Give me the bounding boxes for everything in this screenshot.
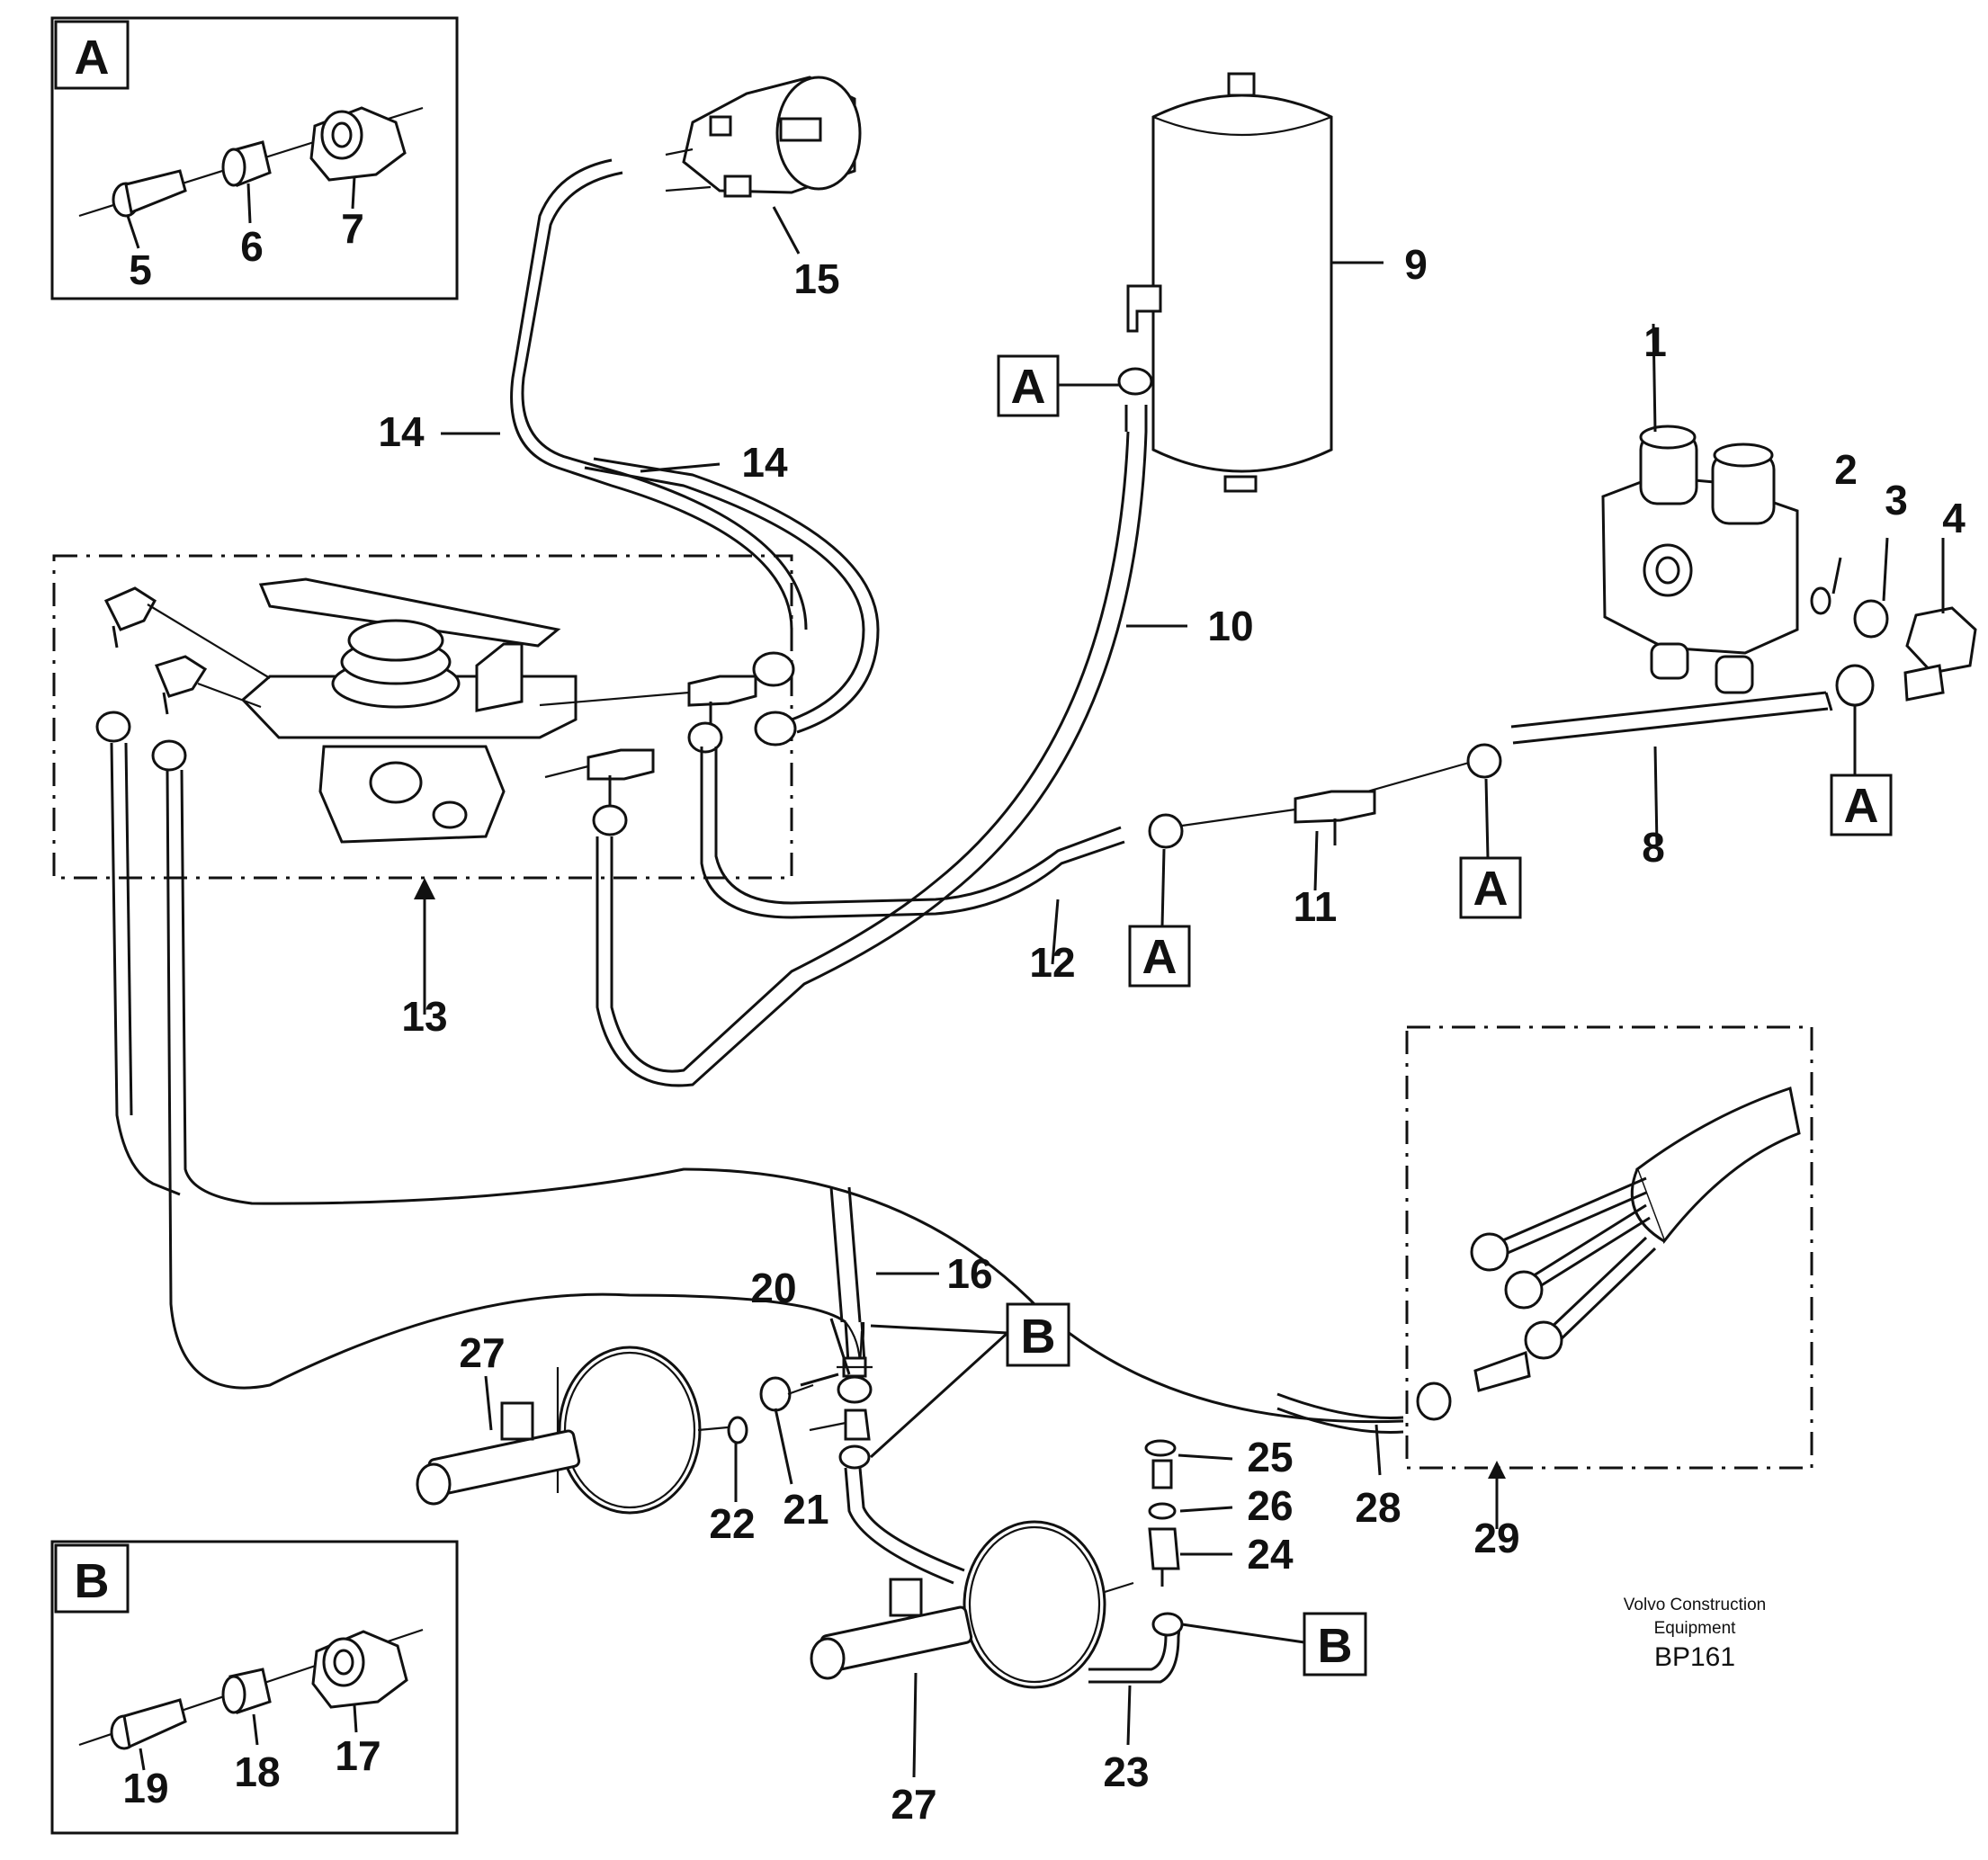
label-17: 17 bbox=[335, 1732, 381, 1779]
label-29: 29 bbox=[1473, 1515, 1519, 1561]
label-2: 2 bbox=[1834, 446, 1858, 493]
pedal-tees bbox=[539, 651, 797, 836]
seal-26-icon bbox=[1148, 1502, 1177, 1520]
label-27b: 27 bbox=[891, 1781, 936, 1828]
credit-line-1: Volvo Construction bbox=[1624, 1596, 1766, 1614]
protection-valve bbox=[1601, 323, 1977, 707]
label-1: 1 bbox=[1643, 318, 1667, 365]
label-26: 26 bbox=[1247, 1482, 1293, 1529]
label-15: 15 bbox=[793, 255, 839, 302]
label-22: 22 bbox=[709, 1500, 755, 1547]
nipple-5-body-icon bbox=[124, 169, 187, 215]
label-25: 25 bbox=[1247, 1434, 1293, 1480]
part-labels: 5 6 7 15 9 1 2 3 4 14 14 10 8 11 12 13 1… bbox=[122, 205, 1966, 1828]
label-5: 5 bbox=[129, 246, 152, 293]
callout-a-line8-letter: A bbox=[1473, 862, 1509, 916]
washer-22-icon bbox=[727, 1416, 748, 1444]
elbow-4-icon bbox=[1905, 606, 1977, 675]
brake-pedal-valve bbox=[52, 554, 793, 1015]
washer-2-icon bbox=[1810, 586, 1831, 615]
credit-code: BP161 bbox=[1654, 1642, 1735, 1672]
label-20: 20 bbox=[750, 1265, 796, 1311]
pipes bbox=[110, 158, 1833, 1684]
detail-b-letter: B bbox=[75, 1554, 110, 1608]
label-6: 6 bbox=[240, 223, 264, 270]
detail-29-harness bbox=[1405, 1025, 1813, 1529]
callout-b-upper: B bbox=[869, 1302, 1070, 1459]
label-10: 10 bbox=[1207, 603, 1253, 649]
callout-a-valve-letter: A bbox=[1844, 779, 1879, 833]
nut-21-icon bbox=[759, 1376, 792, 1412]
drain-valve bbox=[1144, 1439, 1233, 1637]
pressure-switch bbox=[665, 76, 862, 255]
drain-handle-25-icon bbox=[1144, 1439, 1177, 1457]
callout-a-line8: A bbox=[1459, 778, 1522, 919]
label-14b: 14 bbox=[741, 439, 788, 486]
air-tank bbox=[1117, 72, 1384, 493]
label-13: 13 bbox=[401, 993, 447, 1040]
detail-a-letter: A bbox=[75, 31, 110, 85]
detail-box-a: A bbox=[50, 16, 459, 300]
left-fittings bbox=[95, 586, 271, 772]
callout-b-lower: B bbox=[1181, 1612, 1367, 1677]
label-12: 12 bbox=[1029, 939, 1075, 986]
callout-a-line12-letter: A bbox=[1142, 930, 1178, 984]
tee-11-icon bbox=[1294, 790, 1376, 824]
credit-line-2: Equipment bbox=[1654, 1619, 1737, 1638]
label-8: 8 bbox=[1642, 824, 1665, 871]
callout-a-valve: A bbox=[1830, 705, 1893, 836]
callout-a-tank-letter: A bbox=[1011, 360, 1046, 414]
label-28: 28 bbox=[1355, 1484, 1401, 1531]
brake-cylinder-2 bbox=[810, 1520, 1134, 1689]
pedal-icon bbox=[258, 577, 561, 648]
callout-b-upper-letter: B bbox=[1021, 1310, 1056, 1364]
valve-24-icon bbox=[1148, 1527, 1180, 1570]
label-11: 11 bbox=[1294, 883, 1338, 930]
fitting-nut-icon bbox=[1835, 664, 1875, 707]
nut-3-icon bbox=[1853, 599, 1889, 639]
label-23: 23 bbox=[1103, 1748, 1149, 1795]
credit-block: Volvo Construction Equipment BP161 bbox=[1624, 1596, 1766, 1672]
callout-a-tank: A bbox=[997, 354, 1119, 417]
callout-b-lower-letter: B bbox=[1318, 1619, 1353, 1673]
tank-nut-icon bbox=[1117, 367, 1153, 396]
label-3: 3 bbox=[1885, 477, 1908, 523]
elbow-fitting-icon bbox=[1126, 284, 1162, 333]
leader-lines bbox=[441, 432, 1659, 1778]
detail-box-b: B bbox=[50, 1540, 459, 1835]
label-9: 9 bbox=[1404, 241, 1428, 288]
label-16: 16 bbox=[946, 1250, 992, 1297]
label-24: 24 bbox=[1247, 1531, 1294, 1578]
label-21: 21 bbox=[783, 1486, 828, 1533]
callout-a-line12: A bbox=[1128, 848, 1191, 988]
label-7: 7 bbox=[341, 205, 364, 252]
label-14a: 14 bbox=[378, 408, 425, 455]
label-4: 4 bbox=[1942, 495, 1966, 541]
label-18: 18 bbox=[234, 1748, 280, 1795]
label-27a: 27 bbox=[459, 1329, 505, 1376]
label-19: 19 bbox=[122, 1765, 168, 1811]
brake-cylinder-1 bbox=[416, 1346, 814, 1515]
